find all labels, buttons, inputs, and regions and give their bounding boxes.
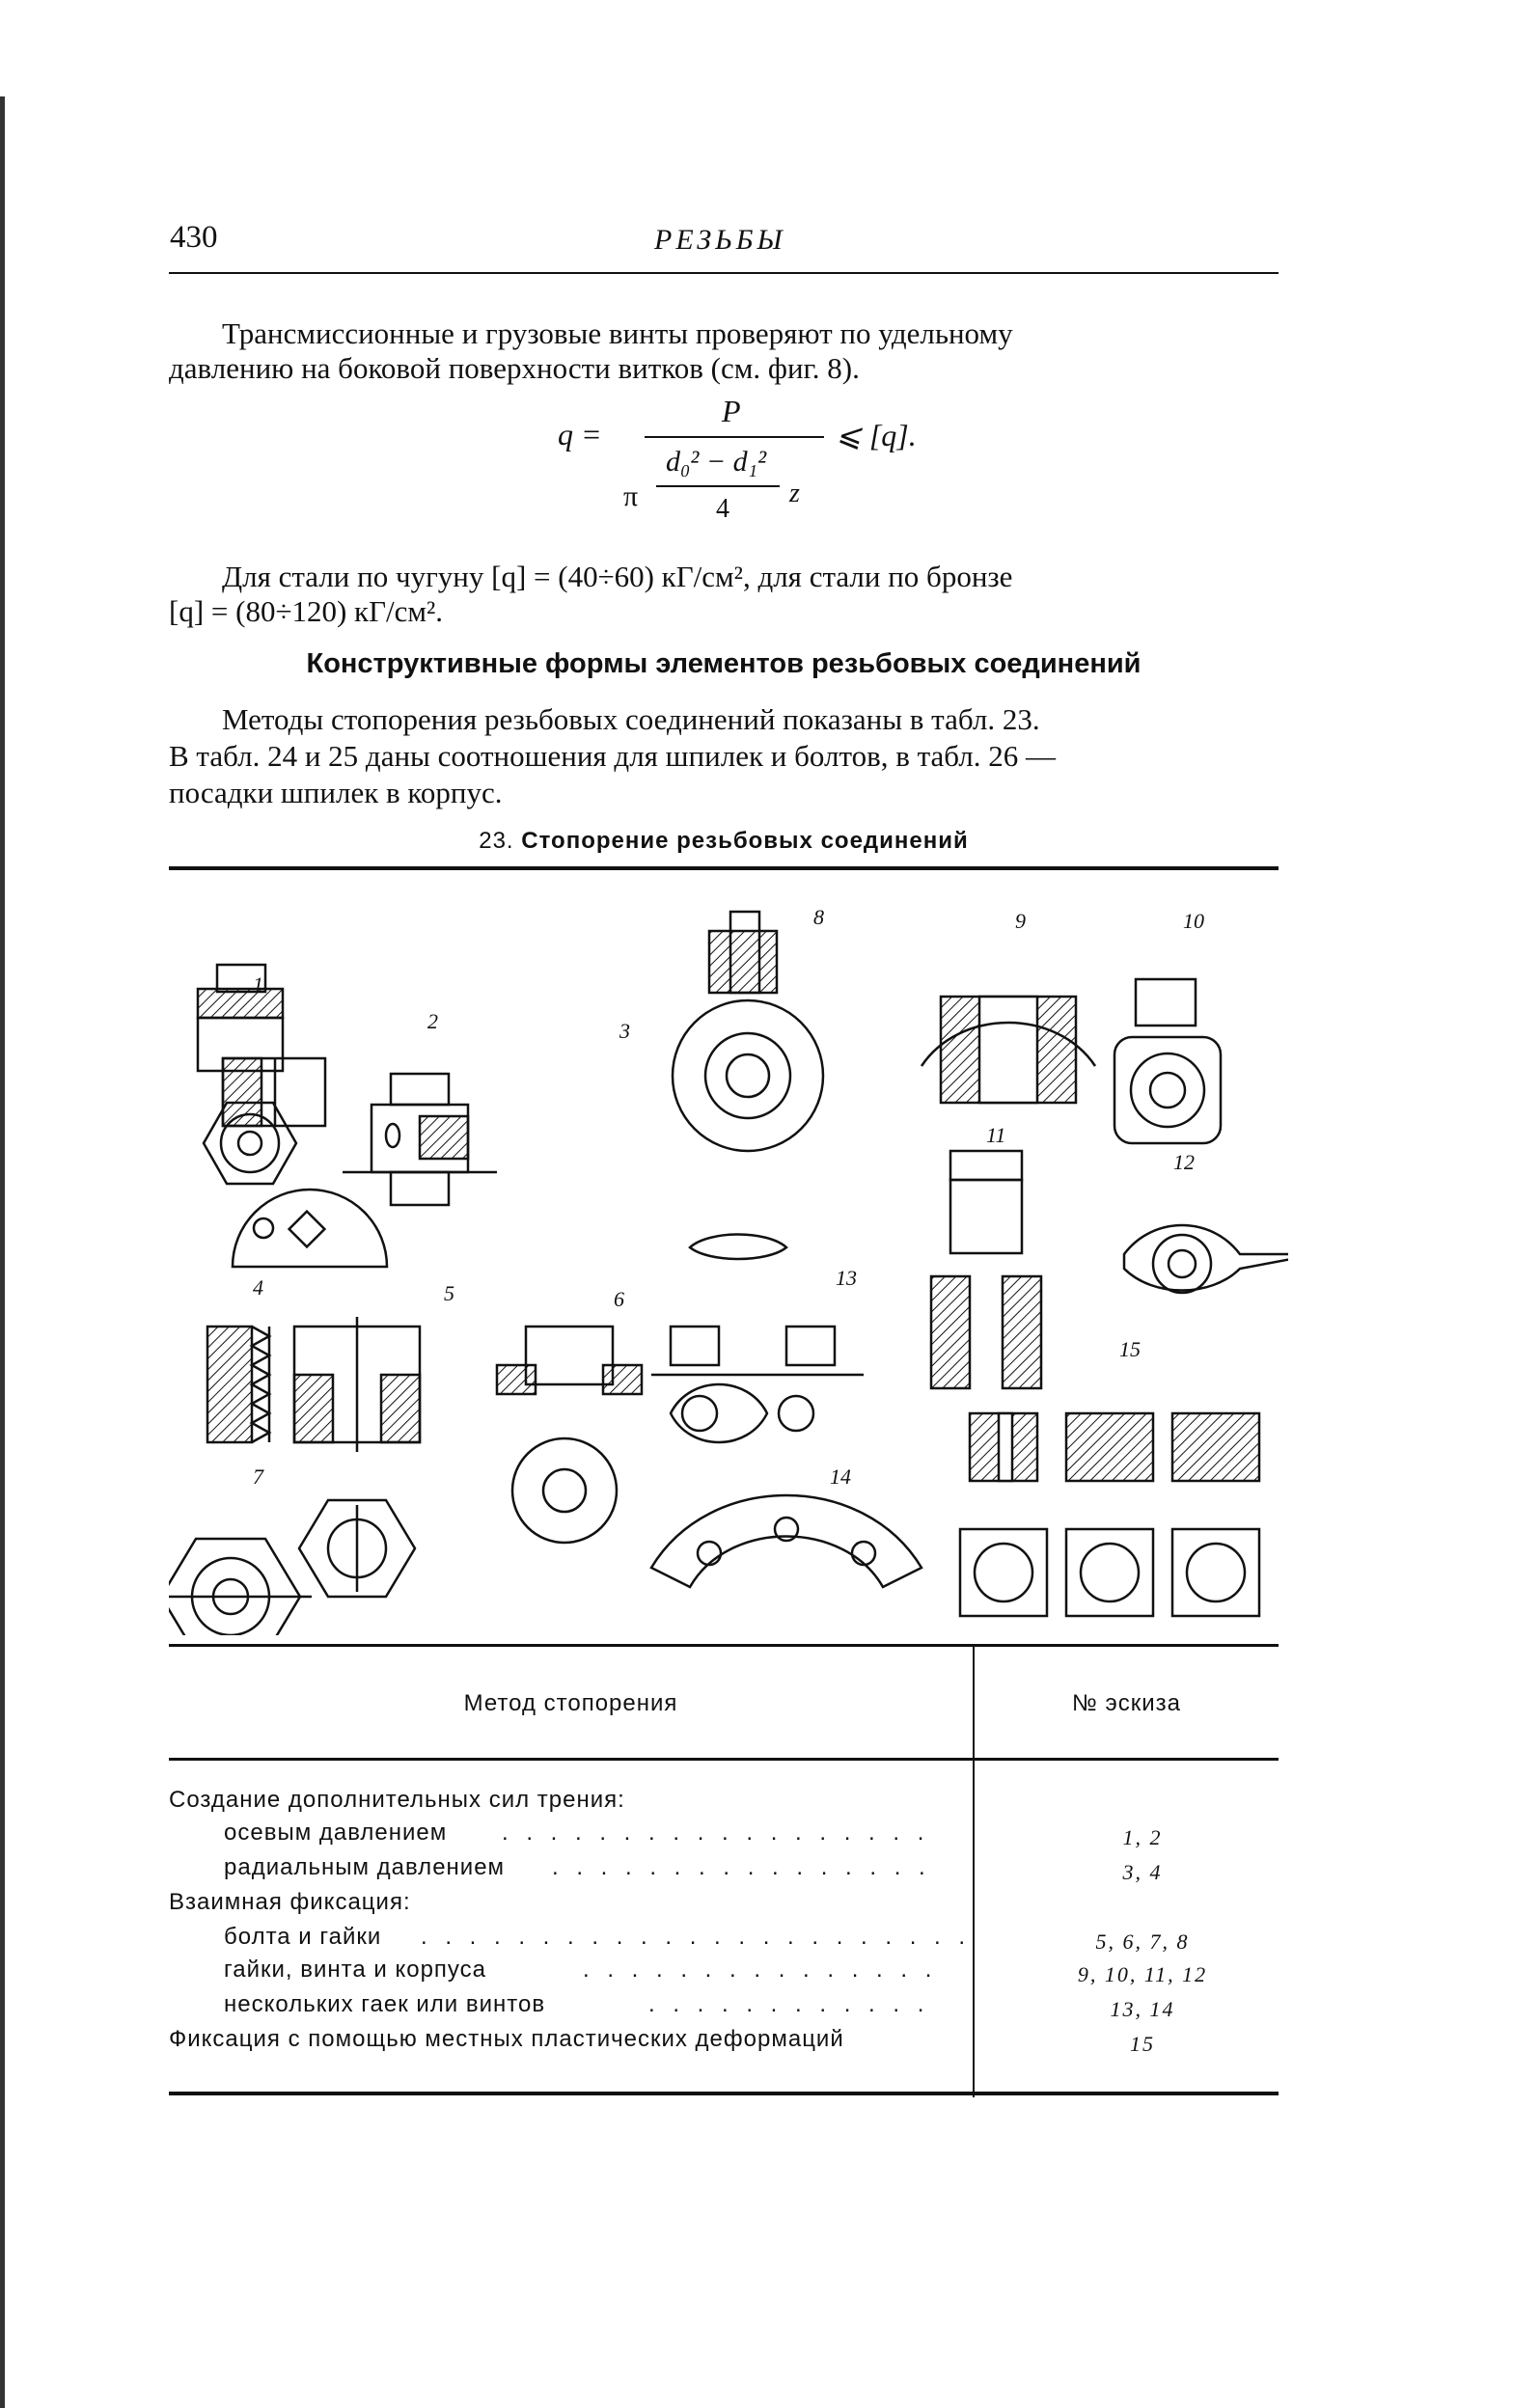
intro-line-1: Трансмиссионные и грузовые винты проверя… [222,316,1013,350]
table-row-leader-2: . . . . . . . . . . . . . . . . [552,1854,931,1880]
figure-label-13: 13 [836,1266,857,1290]
sketch-7 [169,1539,312,1635]
figure-label-3: 3 [619,1019,630,1043]
section-line-1: Методы стопорения резьбовых соединений п… [222,702,1040,736]
formula-lhs: q = [558,417,602,452]
table-row-sketch-1: 1, 2 [1122,1825,1163,1849]
figure-label-10: 10 [1183,909,1204,933]
section-line-2: В табл. 24 и 25 даны соотношения для шпи… [169,739,1057,773]
formula-z: z [789,479,800,508]
figure-label-11: 11 [986,1123,1006,1147]
figure-label-6: 6 [614,1287,624,1311]
table-caption-title: Стопорение резьбовых соединений [521,828,969,854]
figure-label-5: 5 [444,1281,454,1305]
figure-label-15: 15 [1119,1337,1141,1361]
allowable-line-1: Для стали по чугуну [q] = (40÷60) кГ/см²… [222,560,1013,593]
section-line-3: посадки шпилек в корпус. [169,776,503,809]
table-row-leader-1: . . . . . . . . . . . . . . . . . . [502,1820,930,1846]
table-row-label-5: гайки, винта и корпуса [224,1956,486,1983]
table-caption-number: 23. [479,828,514,854]
formula-numerator: P [722,394,741,428]
table-col-divider [973,1644,975,2097]
table-row-sketch-4: 5, 6, 7, 8 [1095,1929,1190,1954]
sketch-6 [497,1327,642,1543]
sketch-13 [651,1327,864,1442]
header-rule [169,272,1279,274]
figure-label-7: 7 [253,1464,263,1489]
table-row-leader-4: . . . . . . . . . . . . . . . . . . . . … [421,1924,972,1950]
page-number: 430 [170,220,218,255]
figure-label-12: 12 [1173,1150,1195,1174]
formula-main-bar [645,436,824,438]
table-row-sketch-7: 15 [1130,2032,1155,2056]
formula-inner-den: 4 [716,494,729,524]
table-caption: 23. Стопорение резьбовых соединений [169,828,1279,855]
figure-label-14: 14 [830,1464,851,1489]
sketch-14 [651,1495,922,1587]
table-row-leader-6: . . . . . . . . . . . . [648,1991,930,2017]
sketch-1 [198,965,296,1184]
section-heading: Конструктивные формы элементов резьбовых… [306,648,1142,679]
table-top-rule [169,1644,1279,1647]
formula-inner-bar [656,485,780,487]
table-row-label-1: осевым давлением [224,1820,448,1846]
sketch-3 [343,1074,497,1205]
table-header-sketch-number: № эскиза [1072,1690,1181,1716]
running-title: РЕЗЬБЫ [654,224,786,256]
sketch-8 [673,912,823,1259]
table-row-label-7: Фиксация с помощью местных пластических … [169,2026,844,2052]
table-bottom-rule [169,2092,1279,2095]
table-row-leader-5: . . . . . . . . . . . . . . . [583,1956,938,1983]
formula-pi: π [623,480,639,512]
figure-label-8: 8 [813,905,824,929]
allowable-line-2: [q] = (80÷120) кГ/см². [169,594,444,628]
sketch-9 [922,997,1095,1103]
sketch-12 [1124,1225,1288,1293]
intro-line-2: давлению на боковой поверхности витков (… [169,351,860,385]
table-row-label-0: Создание дополнительных сил трения: [169,1787,625,1813]
sketch-5 [294,1317,420,1597]
table-row-label-6: нескольких гаек или винтов [224,1991,546,2017]
table-row-sketch-2: 3, 4 [1122,1860,1163,1884]
table-row-label-2: радиальным давлением [224,1854,506,1880]
table-header-method: Метод стопорения [463,1690,678,1716]
scan-edge [0,96,5,2408]
table-header-rule [169,1758,1279,1761]
formula-inner-num: d₀² − d₁² [666,446,767,478]
formula-rhs: ⩽ [q]. [836,418,917,452]
figure-label-2: 2 [427,1009,438,1033]
table-row-label-3: Взаимная фиксация: [169,1889,411,1915]
fastener-locking-figure [169,873,1288,1635]
figure-label-1: 1 [253,972,263,997]
table-row-sketch-5: 9, 10, 11, 12 [1077,1962,1208,1986]
table-row-sketch-6: 13, 14 [1110,1997,1175,2021]
sketch-11 [931,1151,1041,1388]
sketch-4 [207,1327,269,1442]
sketch-2 [223,1058,387,1267]
sketch-15 [960,1413,1259,1616]
caption-rule [169,866,1279,870]
table-row-label-4: болта и гайки [224,1924,382,1950]
sketch-10 [1114,979,1221,1143]
figure-label-9: 9 [1015,909,1026,933]
figure-label-4: 4 [253,1275,263,1300]
